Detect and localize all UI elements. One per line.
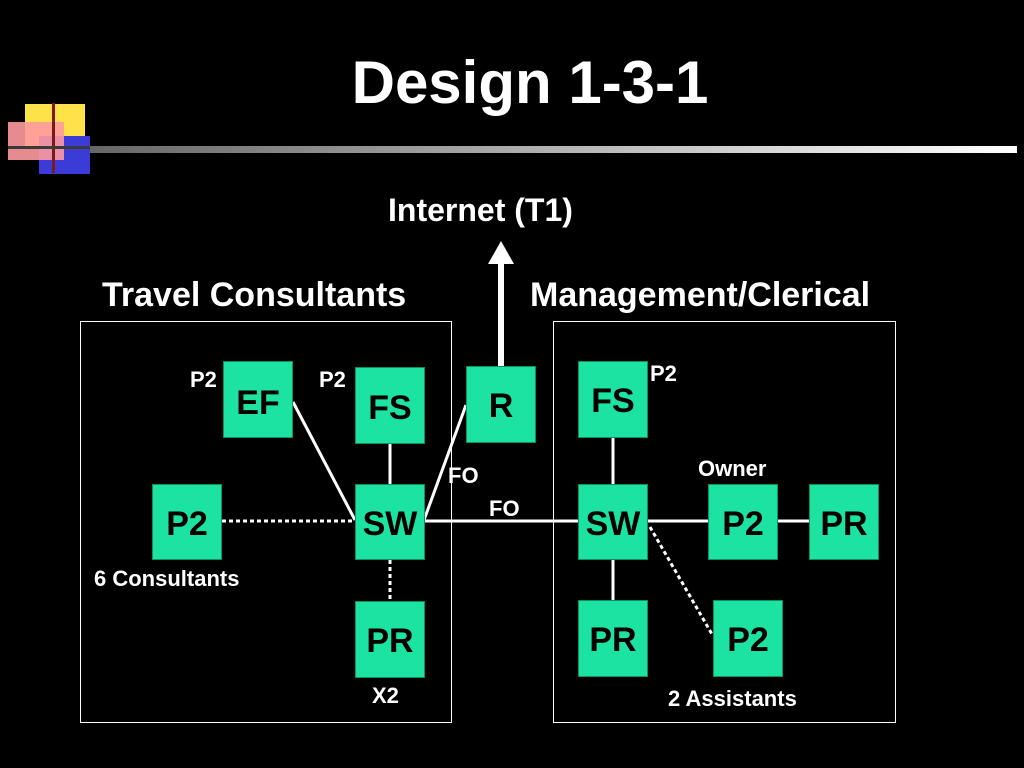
node-p2-owner: P2 [708,484,778,560]
pr-count-label: X2 [372,683,399,708]
fo-router-label: FO [448,463,479,488]
link-ef-sw [291,401,357,521]
title-rule [90,146,1017,153]
assistants-count-label: 2 Assistants [668,686,797,711]
link-sw-router [422,404,468,521]
travel-consultants-title: Travel Consultants [102,276,407,314]
consultants-count-label: 6 Consultants [94,566,240,591]
node-p2-assist: P2 [713,600,783,677]
fo-trunk-label: FO [489,496,520,521]
ef-p2-label: P2 [190,367,217,392]
node-p2-left: P2 [152,484,222,560]
internet-label: Internet (T1) [388,192,573,228]
management-clerical-title: Management/Clerical [530,276,871,314]
internet-arrow-icon [488,241,514,264]
node-ef: EF [223,361,293,438]
node-sw-right: SW [578,484,648,560]
node-fs-left: FS [355,367,425,444]
node-fs-right: FS [578,361,648,438]
owner-label: Owner [698,456,767,481]
node-pr-right: PR [578,600,648,677]
fs-left-p2-label: P2 [319,367,346,392]
slide-title: Design 1-3-1 [351,49,709,116]
node-sw-left: SW [355,484,425,560]
fs-right-p2-label: P2 [650,361,677,386]
node-pr-owner: PR [809,484,879,560]
node-pr-left: PR [355,601,425,678]
slide-logo-icon [8,103,92,174]
node-router: R [466,366,536,443]
link-sw-p2-assist [648,526,715,637]
